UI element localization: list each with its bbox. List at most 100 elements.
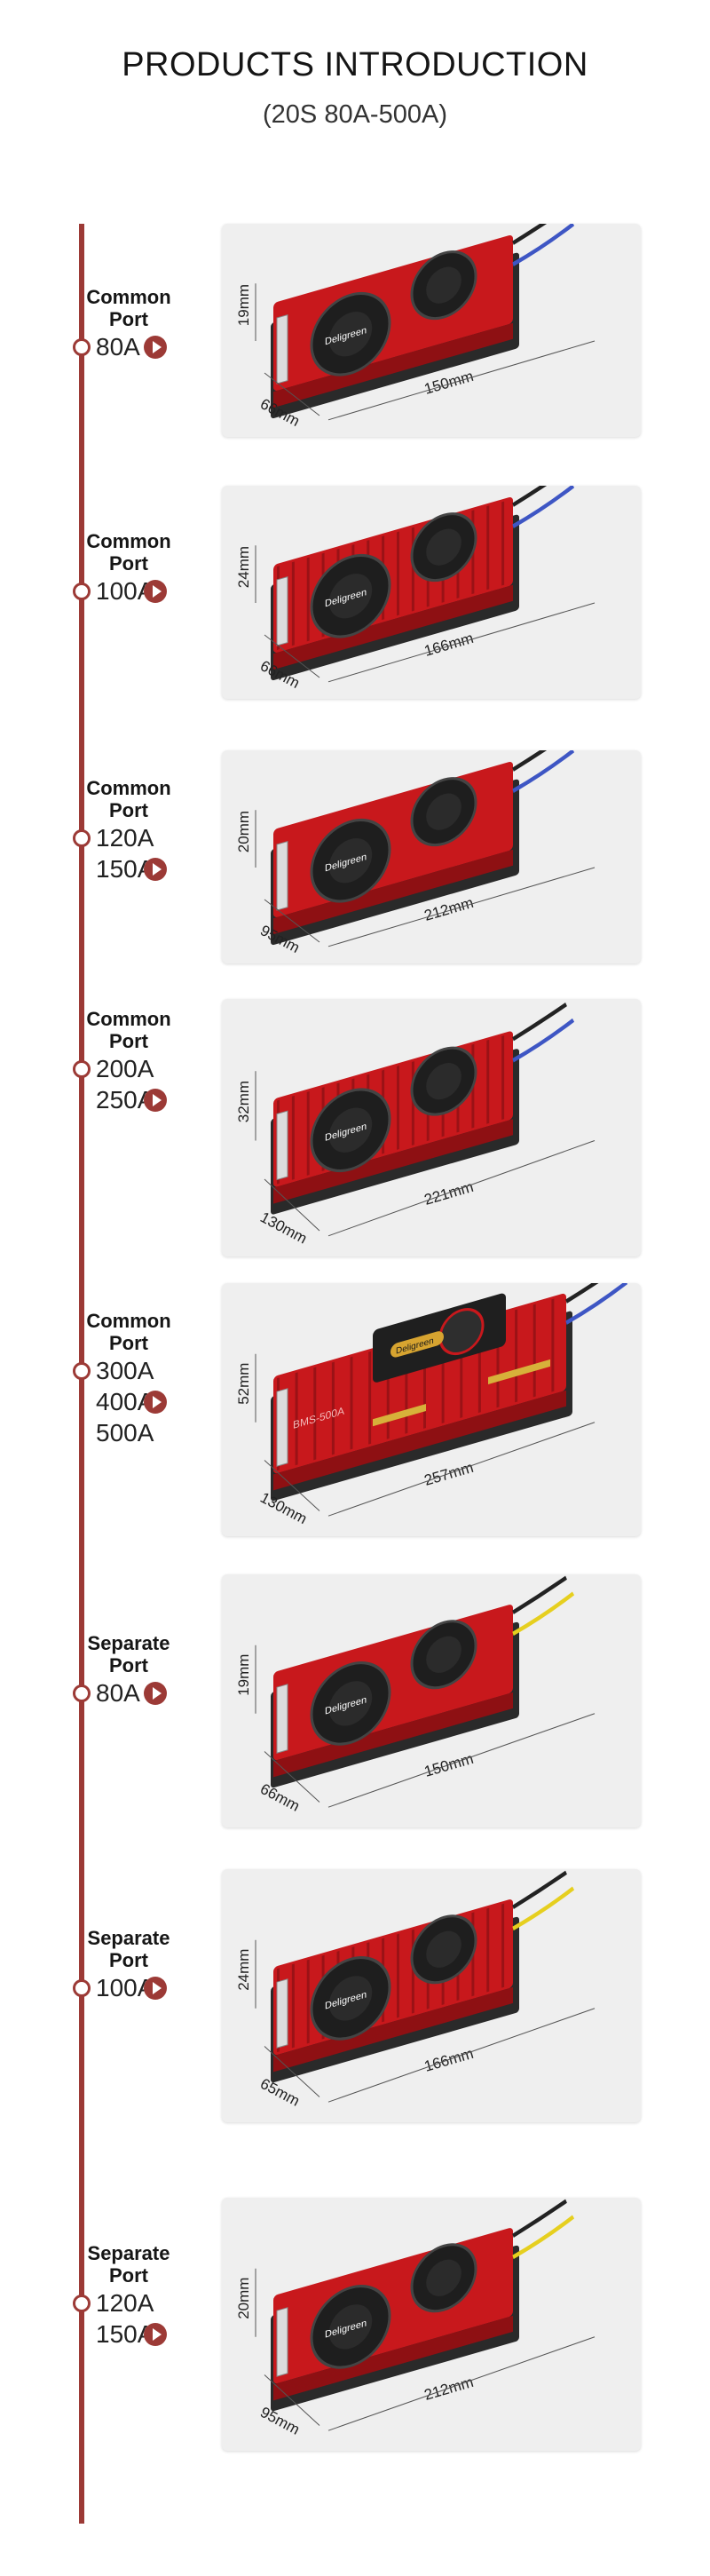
node-label: Common [86,1310,171,1332]
heat-fin [501,501,505,586]
play-icon[interactable] [144,858,167,881]
dimension-line [264,1460,320,1511]
fan-hub [328,1107,373,1153]
play-icon[interactable] [144,1089,167,1112]
board-side [273,584,513,670]
node-label: Port [109,1654,148,1676]
cable-blue [565,1283,628,1325]
balance-connector [276,1388,288,1467]
cable-black [512,1870,567,1910]
fan-hub [328,312,373,357]
node-label: Common [86,777,171,799]
play-icon[interactable] [144,1391,167,1414]
heat-fin [501,1903,505,1988]
fan-hub [328,1681,373,1726]
fan-hub [426,1063,462,1100]
product-illustration: Deligreen24mm65mm166mm [235,1870,596,2110]
play-icon[interactable] [144,336,167,359]
dimension-line [264,634,320,678]
dimension-line [327,1713,596,1808]
board-side [273,2315,513,2401]
heat-fin [306,557,310,642]
play-icon[interactable] [144,2323,167,2346]
current-rating: 300A [96,1357,154,1384]
heat-fin [397,1065,399,1150]
node-label: Port [109,799,148,821]
heat-fin [368,1351,372,1445]
heat-fin [486,1039,490,1124]
board-side [273,1119,513,1204]
node-label: Common [86,530,171,552]
dimension-line [264,2374,320,2426]
bms-board: Deligreen [271,1870,575,2083]
terminal-bar [488,1359,550,1384]
fan-hub [426,2259,462,2296]
heat-fin [295,1372,298,1466]
node-label: Port [109,2264,148,2287]
page-title: PRODUCTS INTRODUCTION [122,46,588,83]
dimension-line [264,899,320,943]
play-icon[interactable] [144,580,167,603]
node-label: Common [86,286,171,308]
fan-hub [426,1930,462,1968]
dimension-line [264,1751,320,1803]
heat-fin [313,1367,317,1461]
current-rating: 80A [96,1679,140,1707]
dimension-height: 52mm [235,1363,252,1405]
heat-fin [291,561,295,646]
heat-fin [397,1933,399,2018]
fan-hub [328,574,373,619]
balance-connector [276,2307,288,2377]
product-card[interactable]: Deligreen24mm65mm166mm [222,1869,641,2122]
cable-black [512,2199,567,2239]
dimension-height: 20mm [235,2278,252,2319]
fan-hub [328,2304,373,2350]
current-rating: 80A [96,333,140,361]
node-label: Separate [87,2242,170,2264]
heat-fin [532,1304,536,1398]
dimension-line [327,2336,596,2431]
dimension-line [264,372,320,416]
terminal-bar [373,1404,426,1427]
timeline-dot [73,583,91,600]
play-icon[interactable] [144,1977,167,2000]
cable-black [512,224,567,245]
board-side [273,1986,513,2073]
dimension-line [327,2008,596,2103]
heat-fin [306,1090,310,1176]
timeline-dot [73,1362,91,1380]
dimension-height: 24mm [235,1949,252,1991]
balance-connector [276,313,288,384]
heat-fin [291,1095,295,1180]
heat-fin [486,505,490,590]
dimension-length: 221mm [422,1178,476,1209]
cable-yellow [512,1591,575,1637]
play-icon[interactable] [144,1682,167,1705]
timeline-dot [73,338,91,356]
heat-fin [291,1963,295,2049]
cable-black [512,750,567,772]
fan-hub [328,1976,373,2021]
node-label: Separate [87,1632,170,1654]
bms-board: Deligreen [271,224,575,419]
timeline-dot [73,1979,91,1997]
dimension-line [264,1178,320,1232]
fan-hub [426,266,462,304]
dimension-line [327,602,596,683]
node-label: Port [109,1030,148,1052]
